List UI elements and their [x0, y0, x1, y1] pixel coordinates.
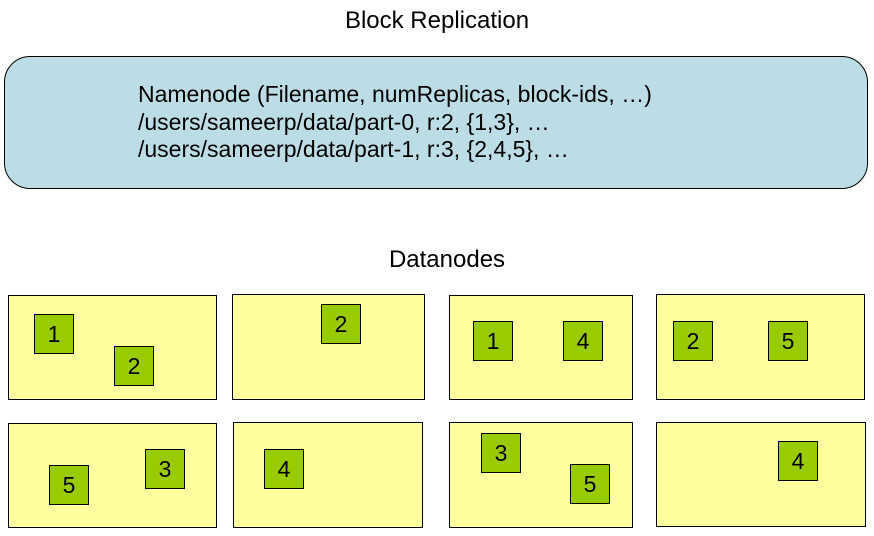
datanode-7-block-3: 3 [481, 433, 521, 473]
namenode-line-1: Namenode (Filename, numReplicas, block-i… [138, 81, 652, 107]
datanode-5-block-3: 3 [145, 449, 185, 489]
namenode-line-2: /users/sameerp/data/part-0, r:2, {1,3}, … [138, 108, 550, 135]
datanode-1-block-2: 2 [114, 346, 154, 386]
datanode-2-block-2: 2 [321, 304, 361, 344]
datanode-4-block-2: 2 [673, 321, 713, 361]
namenode-line-3: /users/sameerp/data/part-1, r:3, {2,4,5}… [138, 136, 569, 162]
datanode-3-block-1: 1 [473, 321, 513, 361]
datanode-6: 4 [233, 422, 423, 528]
datanode-1-block-1: 1 [34, 314, 74, 354]
datanode-8: 4 [656, 422, 866, 527]
datanode-4-block-5: 5 [768, 321, 808, 361]
datanode-8-block-4: 4 [778, 441, 818, 481]
datanode-6-block-4: 4 [264, 449, 304, 489]
datanodes-label: Datanodes [388, 246, 506, 273]
datanode-2: 2 [232, 294, 425, 400]
diagram-title: Block Replication [344, 7, 530, 34]
datanode-5-block-5: 5 [49, 465, 89, 505]
namenode-box: Namenode (Filename, numReplicas, block-i… [4, 56, 868, 189]
datanode-3-block-4: 4 [563, 321, 603, 361]
datanode-7-block-5: 5 [570, 464, 610, 504]
